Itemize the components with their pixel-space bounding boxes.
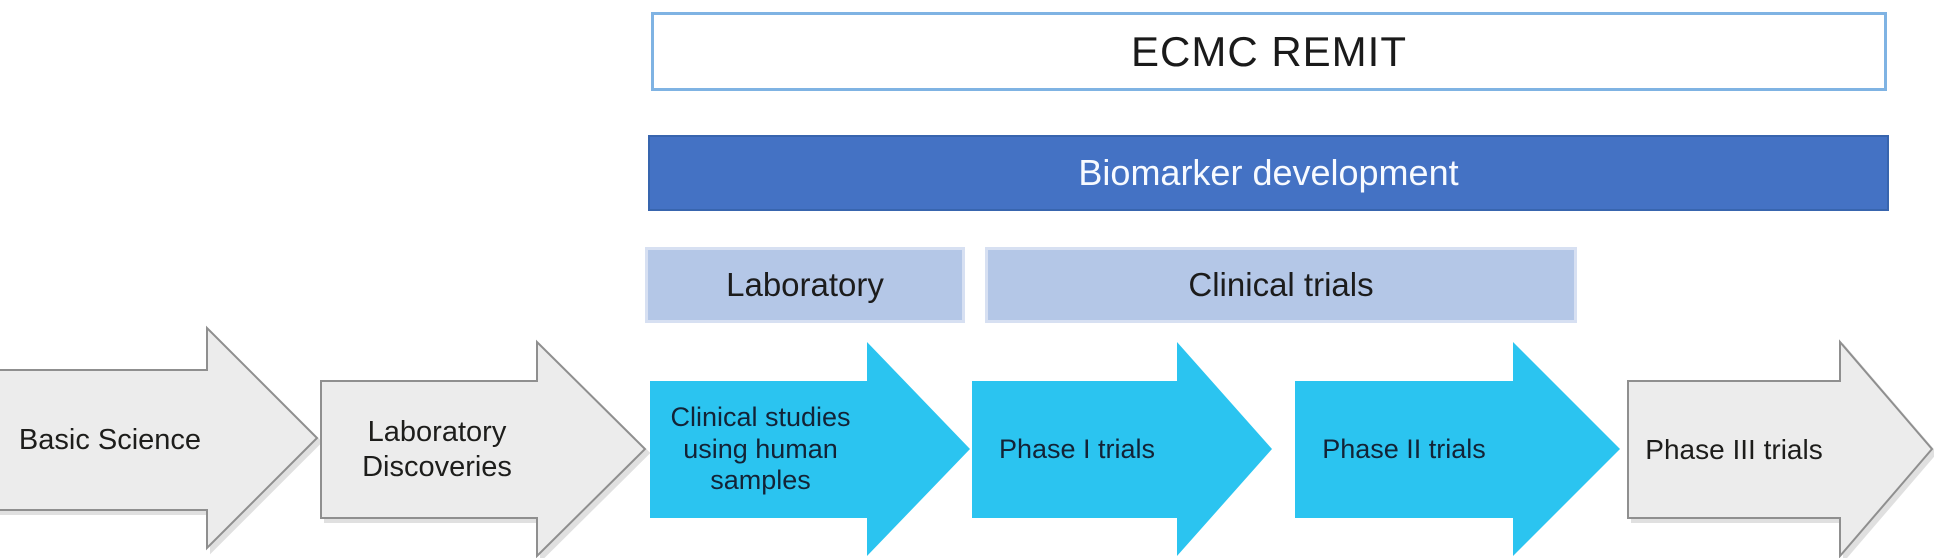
- arrow-phase-1-trials: Phase I trials: [972, 342, 1272, 556]
- arrow-phase-2-trials: Phase II trials: [1295, 342, 1620, 556]
- right-arrow-icon: [650, 342, 970, 556]
- right-arrow-icon: [320, 339, 647, 558]
- biomarker-development-bar: Biomarker development: [648, 135, 1889, 211]
- arrow-laboratory-discoveries: Laboratory Discoveries: [320, 339, 647, 558]
- clinical-trials-stage-bar: Clinical trials: [985, 247, 1577, 323]
- ecmc-remit-title: ECMC REMIT: [1131, 27, 1407, 75]
- arrow-basic-science: Basic Science: [0, 325, 319, 551]
- right-arrow-icon: [1627, 339, 1934, 558]
- right-arrow-icon: [1295, 342, 1620, 556]
- ecmc-remit-box: ECMC REMIT: [651, 12, 1887, 91]
- arrow-clinical-studies: Clinical studies using human samples: [650, 342, 970, 556]
- right-arrow-icon: [0, 325, 319, 551]
- arrow-phase-3-trials: Phase III trials: [1627, 339, 1934, 558]
- right-arrow-icon: [972, 342, 1272, 556]
- clinical-trials-stage-label: Clinical trials: [1188, 266, 1374, 303]
- biomarker-development-label: Biomarker development: [1078, 152, 1459, 193]
- laboratory-stage-bar: Laboratory: [645, 247, 965, 323]
- laboratory-stage-label: Laboratory: [726, 266, 884, 303]
